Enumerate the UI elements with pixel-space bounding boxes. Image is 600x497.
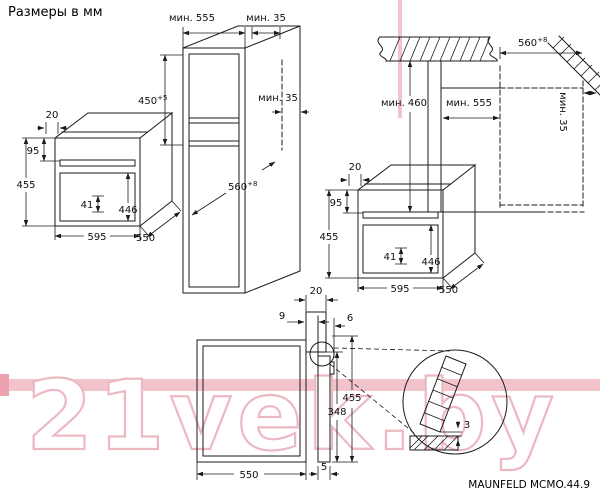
watermark-text: 21vek.by (26, 360, 559, 472)
detail-marker-circle (309, 341, 335, 367)
dim-20-label: 20 (46, 110, 59, 121)
countertop-outline (377, 36, 498, 62)
dim-560-label: 560+8 (228, 180, 257, 193)
countertop-hatching (389, 36, 491, 62)
dim-min555-label: мин. 555 (446, 98, 492, 109)
detail-door-hatching (409, 435, 459, 451)
detail-extension-lines (440, 431, 462, 437)
dim-550-label: 550 (239, 470, 258, 481)
dim-min555-label: мин. 555 (169, 13, 215, 24)
dim-595-label: 595 (87, 232, 106, 243)
dim-3-label: 3 (464, 420, 470, 431)
view-side-cabinet: 560+8 мин. 460 мин. 555 мин. 35 (377, 35, 600, 213)
detail-door-section (409, 435, 459, 451)
wall-hatching (552, 36, 600, 91)
detail-leader-lines (329, 347, 451, 434)
watermark-vertical-line (398, 0, 402, 118)
cabinet-extension-lines (160, 27, 281, 146)
dim-9-label: 9 (279, 311, 285, 322)
dim-41-label: 41 (81, 200, 94, 211)
niche-hidden-lines (499, 65, 585, 213)
dim-560-line-b (261, 161, 276, 171)
page-title: Размеры в мм (8, 5, 103, 20)
view-tall-cabinet: мин. 555 мин. 35 450+5 мин. 35 560+8 (138, 13, 309, 294)
dim-min35-top-label: мин. 35 (246, 13, 286, 24)
column-structure (401, 60, 541, 213)
detail-callout: 3 (309, 341, 508, 455)
watermark-left-block (0, 374, 9, 396)
model-label: MAUNFELD MCMO.44.9 (468, 479, 590, 491)
dim-min35-back-label: мин. 35 (258, 93, 298, 104)
dim-455-label: 455 (342, 393, 361, 404)
dim-560-label: 560+8 (518, 36, 547, 49)
dim-560-line-a (191, 192, 227, 216)
dim-6-label: 6 (347, 313, 353, 324)
dim-455-label: 455 (16, 180, 35, 191)
dim-446-label: 446 (118, 205, 137, 216)
dim-20-label: 20 (310, 286, 323, 297)
dim-95-label: 95 (27, 146, 40, 157)
view-section: 20 9 6 455 348 550 5 (196, 286, 362, 481)
oven-body (54, 111, 174, 227)
dim-348-label: 348 (327, 407, 346, 418)
section-extension-lines (196, 295, 358, 480)
view-oven-front-right (319, 162, 484, 296)
dim-450-label: 450+5 (138, 94, 167, 107)
dim-550-label: 550 (136, 233, 155, 244)
extension-lines (22, 122, 182, 240)
dim-5-label: 5 (321, 462, 327, 473)
detail-panel-hatching (424, 366, 462, 422)
dim-min460-label: мин. 460 (381, 98, 427, 109)
detail-circle (402, 349, 508, 455)
cabinet-structure (182, 25, 301, 294)
dim-550-line (146, 211, 181, 238)
dim-min35-label: мин. 35 (557, 92, 568, 132)
view-oven-front: 20 95 455 41 446 595 550 (16, 110, 182, 244)
